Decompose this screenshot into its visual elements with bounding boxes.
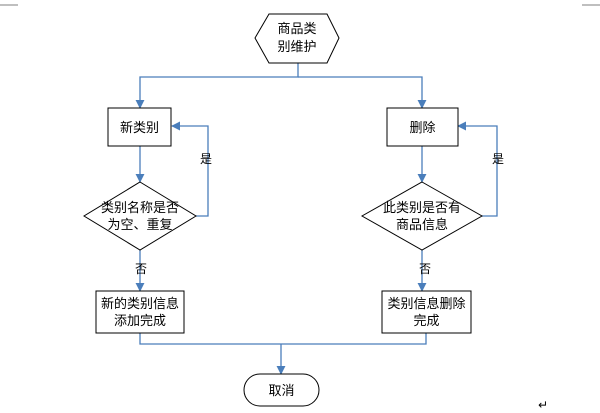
process-box [386, 107, 459, 147]
terminator-shape [243, 373, 320, 407]
delete-done-line2: 完成 [413, 314, 439, 329]
add-done-node: 新的类别信息 添加完成 [95, 290, 185, 334]
cancel-node: 取消 [243, 373, 320, 407]
check-goods-line2: 商品信息 [396, 217, 448, 233]
check-name-line2: 为空、重复 [107, 217, 172, 233]
check-goods-line1: 此类别是否有 [383, 201, 461, 216]
edge-label-yes-left: 是 [200, 152, 212, 166]
connector-start-to-delete [298, 76, 427, 109]
process-box [107, 107, 172, 147]
start-node: 商品类 别维护 [254, 13, 340, 64]
delete-done-line1: 类别信息删除 [387, 296, 465, 312]
decision-diamond [360, 181, 484, 251]
decision-diamond [83, 181, 197, 251]
delete-node: 删除 [386, 107, 459, 147]
add-done-line2: 添加完成 [114, 314, 166, 329]
start-label-line1: 商品类 [277, 22, 316, 37]
connector-check-yes-loop [171, 121, 209, 217]
process-box [95, 290, 185, 334]
connector-merge [139, 333, 427, 345]
delete-label: 删除 [409, 121, 435, 136]
new-category-node: 新类别 [107, 107, 172, 147]
connectors [135, 63, 498, 375]
connector-start-to-new [135, 63, 299, 109]
check-name-node: 类别名称是否 为空、重复 [83, 181, 197, 251]
return-mark-icon: ↵ [538, 398, 548, 412]
add-done-line1: 新的类别信息 [101, 296, 179, 312]
check-goods-node: 此类别是否有 商品信息 [360, 181, 484, 251]
hexagon-shape [254, 13, 340, 64]
edge-label-no-right: 否 [419, 262, 431, 276]
cancel-label: 取消 [268, 384, 294, 399]
process-box [381, 290, 472, 334]
connector-goods-yes-loop [457, 121, 498, 217]
edge-label-yes-right: 是 [492, 152, 504, 166]
check-name-line1: 类别名称是否 [101, 200, 179, 216]
delete-done-node: 类别信息删除 完成 [381, 290, 472, 334]
start-label-line2: 别维护 [277, 40, 316, 55]
edge-label-no-left: 否 [135, 262, 147, 276]
new-category-label: 新类别 [120, 120, 159, 136]
